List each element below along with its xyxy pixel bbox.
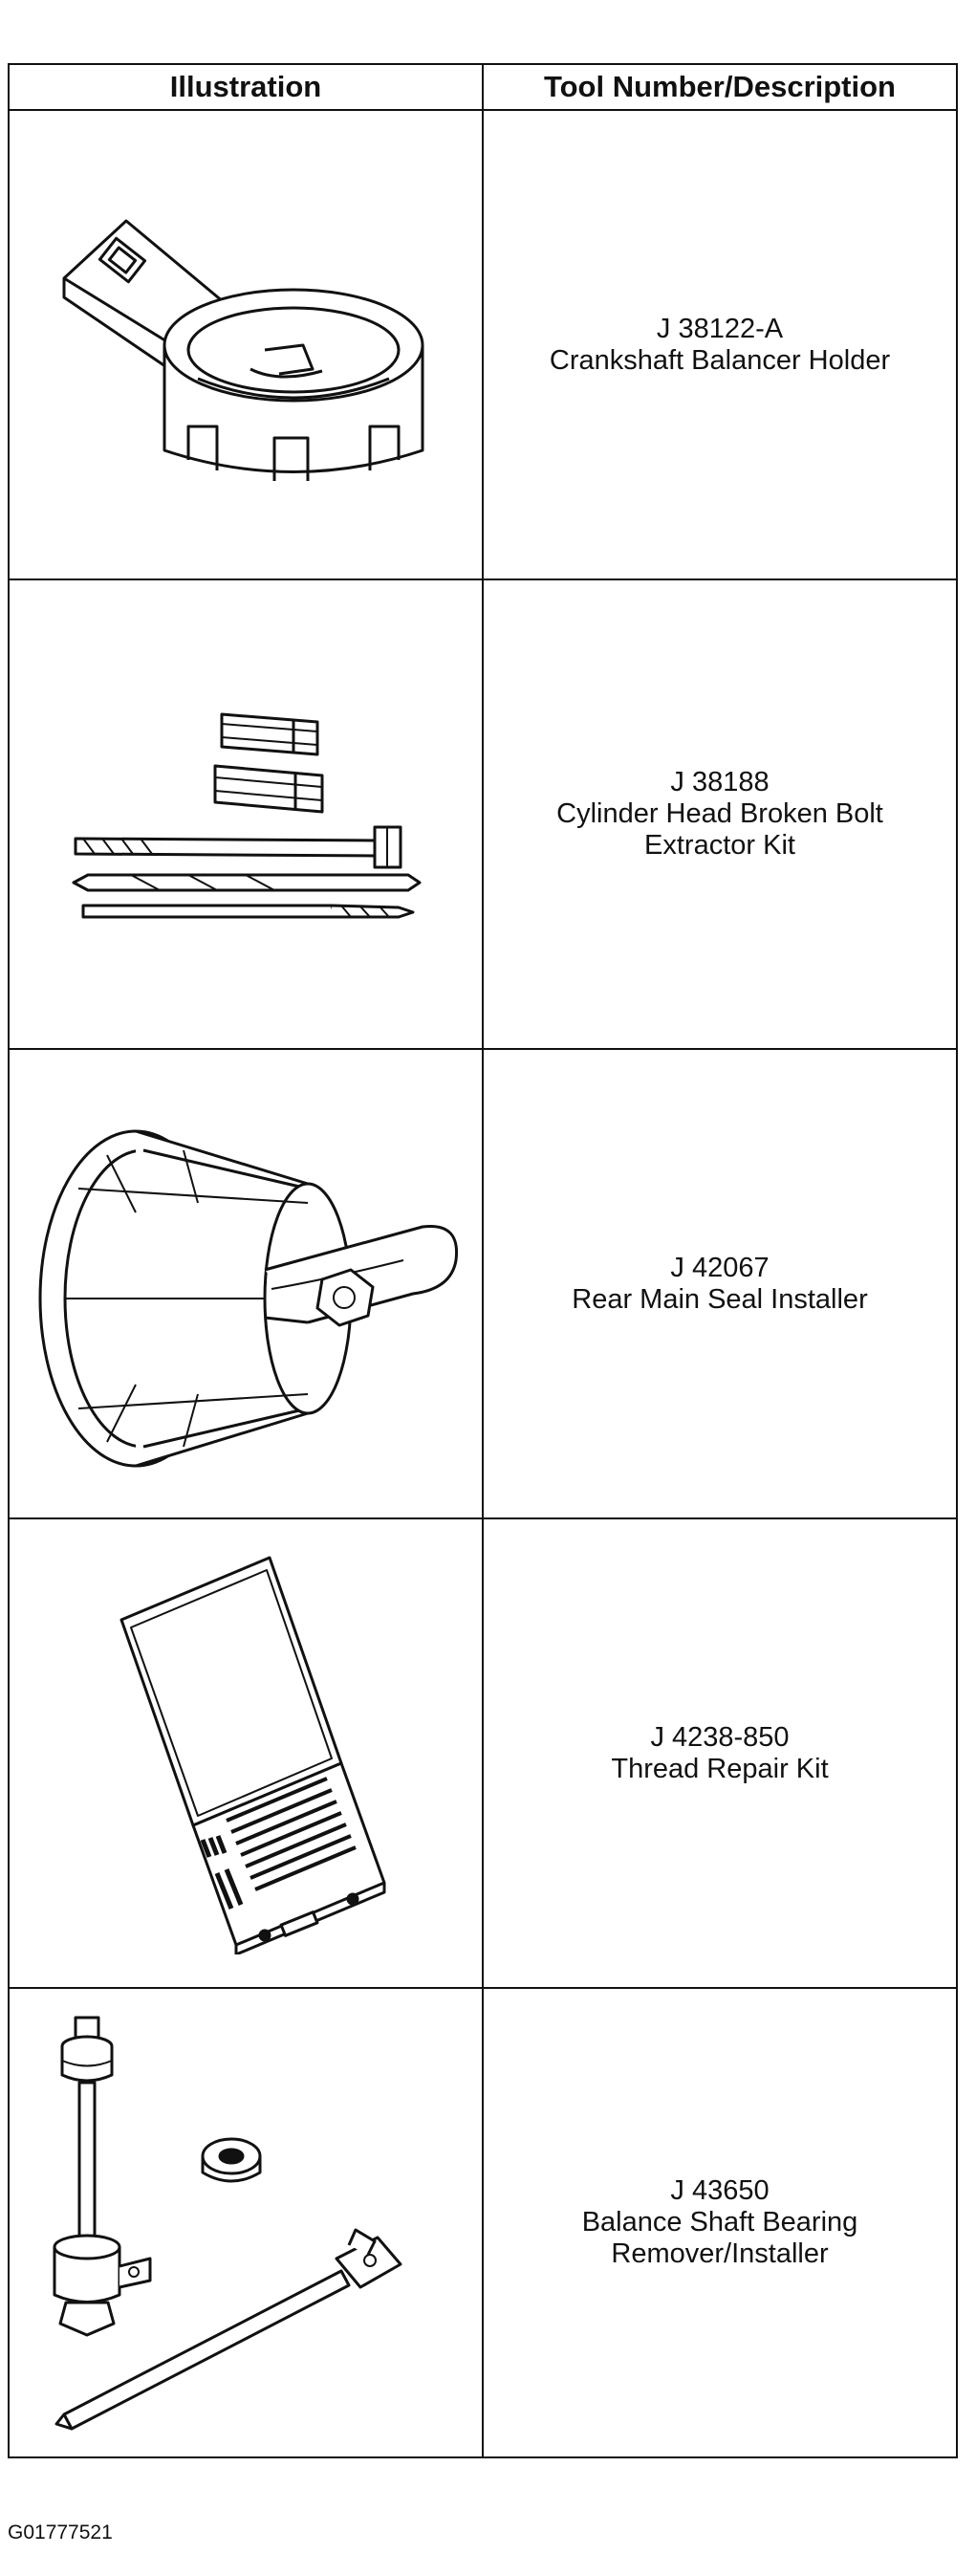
table-row: J 42067 Rear Main Seal Installer: [8, 1048, 958, 1519]
tool-description-cell: J 43650 Balance Shaft Bearing Remover/In…: [482, 1987, 958, 2458]
table-row: J 38122-A Crankshaft Balancer Holder: [8, 109, 958, 580]
tool-number: J 43650: [670, 2175, 770, 2206]
tool-description-line-2: Extractor Kit: [644, 830, 795, 861]
special-tools-table: Illustration Tool Number/Description: [8, 63, 958, 2458]
tool-description-cell: J 38122-A Crankshaft Balancer Holder: [482, 109, 958, 580]
tool-description: Crankshaft Balancer Holder: [549, 344, 891, 376]
balance-shaft-bearing-tool-illustration: [26, 2008, 466, 2438]
tool-description-line-1: Cylinder Head Broken Bolt: [556, 798, 883, 829]
tool-description: Thread Repair Kit: [611, 1753, 829, 1784]
figure-code: G01777521: [8, 2521, 113, 2543]
tool-description-cell: J 4238-850 Thread Repair Kit: [482, 1517, 958, 1989]
header-illustration: Illustration: [8, 63, 484, 111]
illustration-cell: [8, 579, 484, 1050]
crankshaft-balancer-holder-illustration: [45, 187, 446, 503]
thread-repair-kit-illustration: [102, 1553, 389, 1954]
tool-description-cell: J 38188 Cylinder Head Broken Bolt Extrac…: [482, 579, 958, 1050]
tool-number: J 38122-A: [656, 313, 784, 344]
illustration-cell: [8, 1048, 484, 1519]
illustration-cell: [8, 109, 484, 580]
header-tool-number-description: Tool Number/Description: [482, 63, 958, 111]
tool-description-line-2: Remover/Installer: [611, 2238, 829, 2269]
illustration-cell: [8, 1987, 484, 2458]
table-row: J 38188 Cylinder Head Broken Bolt Extrac…: [8, 579, 958, 1050]
tool-description-cell: J 42067 Rear Main Seal Installer: [482, 1048, 958, 1519]
table-header-row: Illustration Tool Number/Description: [8, 63, 958, 111]
table-row: J 43650 Balance Shaft Bearing Remover/In…: [8, 1987, 958, 2458]
tool-number: J 42067: [670, 1252, 770, 1283]
illustration-cell: [8, 1517, 484, 1989]
tool-description: Rear Main Seal Installer: [572, 1283, 868, 1315]
tool-number: J 4238-850: [650, 1721, 790, 1753]
rear-main-seal-installer-illustration: [21, 1098, 470, 1471]
table-row: J 4238-850 Thread Repair Kit: [8, 1517, 958, 1989]
broken-bolt-extractor-kit-illustration: [45, 695, 446, 934]
tool-description-line-1: Balance Shaft Bearing: [581, 2207, 858, 2238]
tool-number: J 38188: [670, 767, 770, 797]
